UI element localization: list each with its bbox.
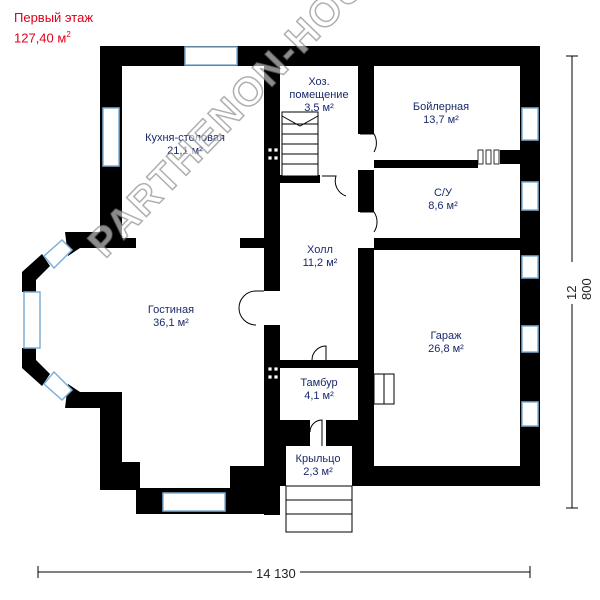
window-bathroom <box>521 181 539 211</box>
room-area: 13,7 м² <box>423 114 459 126</box>
vents <box>267 147 500 380</box>
wall <box>280 360 358 368</box>
window-garage-2 <box>521 325 539 353</box>
room-area: 8,6 м² <box>428 200 458 212</box>
wall <box>22 348 50 386</box>
wall <box>276 46 538 66</box>
window-kitchen-left <box>102 107 120 167</box>
wall <box>374 238 524 250</box>
wall <box>358 248 374 473</box>
floor-title-name: Первый этаж <box>14 10 94 25</box>
wall <box>360 466 540 486</box>
wall <box>500 150 524 164</box>
room-name: Гостиная <box>147 304 195 316</box>
wall <box>280 175 320 183</box>
wall <box>358 170 374 212</box>
wall <box>358 46 374 134</box>
wall <box>276 440 286 486</box>
door-porch <box>309 419 323 446</box>
dimension-width: 14 130 <box>252 566 300 581</box>
wall <box>264 46 280 291</box>
wall <box>100 440 122 490</box>
room-name: С/У <box>433 187 452 199</box>
wall <box>100 392 122 442</box>
porch-steps <box>285 485 353 533</box>
dimension-height: 12 800 <box>564 262 594 304</box>
room-area: 4,1 м² <box>304 390 334 402</box>
wall <box>264 325 280 515</box>
window-boiler <box>521 107 539 141</box>
door-vestibule <box>311 345 327 361</box>
window-kitchen-top <box>184 46 238 66</box>
room-name: Гараж <box>430 330 462 342</box>
room-area: 21,1 м² <box>167 145 203 157</box>
room-name: Крыльцо <box>295 453 341 465</box>
room-name: Хоз. <box>308 76 330 88</box>
room-name: Холл <box>307 244 333 256</box>
floor-area-value: 127,40 м <box>14 30 67 46</box>
room-area: 11,2 м² <box>302 257 338 269</box>
room-name: Бойлерная <box>412 101 470 113</box>
floor-area-sup: 2 <box>66 30 71 39</box>
door-storage <box>322 175 347 197</box>
window-bay-3 <box>42 370 74 402</box>
window-garage-1 <box>521 255 539 279</box>
room-area: 3,5 м² <box>304 102 334 114</box>
window-bay-1 <box>42 238 74 270</box>
door-hall-living <box>238 290 264 326</box>
wall <box>240 238 270 248</box>
room-area: 36,1 м² <box>153 317 189 329</box>
stairs <box>281 111 395 533</box>
room-name: Тамбур <box>300 377 338 389</box>
wall <box>352 440 362 486</box>
wall <box>374 160 478 168</box>
door-bathroom <box>360 211 378 233</box>
room-name: Кухня-столовая <box>145 132 225 144</box>
wall <box>22 254 50 292</box>
window-bay-2 <box>23 291 41 349</box>
room-area: 2,3 м² <box>303 466 333 478</box>
window-garage-3 <box>521 401 539 427</box>
room-area: 26,8 м² <box>428 343 464 355</box>
window-living-bottom <box>162 492 226 512</box>
wall <box>100 238 136 248</box>
door-boiler <box>360 133 377 153</box>
doors <box>238 133 494 477</box>
floor-area: 127,40 м2 <box>14 27 71 46</box>
room-name-2: помещение <box>289 89 349 101</box>
windows <box>23 46 539 512</box>
